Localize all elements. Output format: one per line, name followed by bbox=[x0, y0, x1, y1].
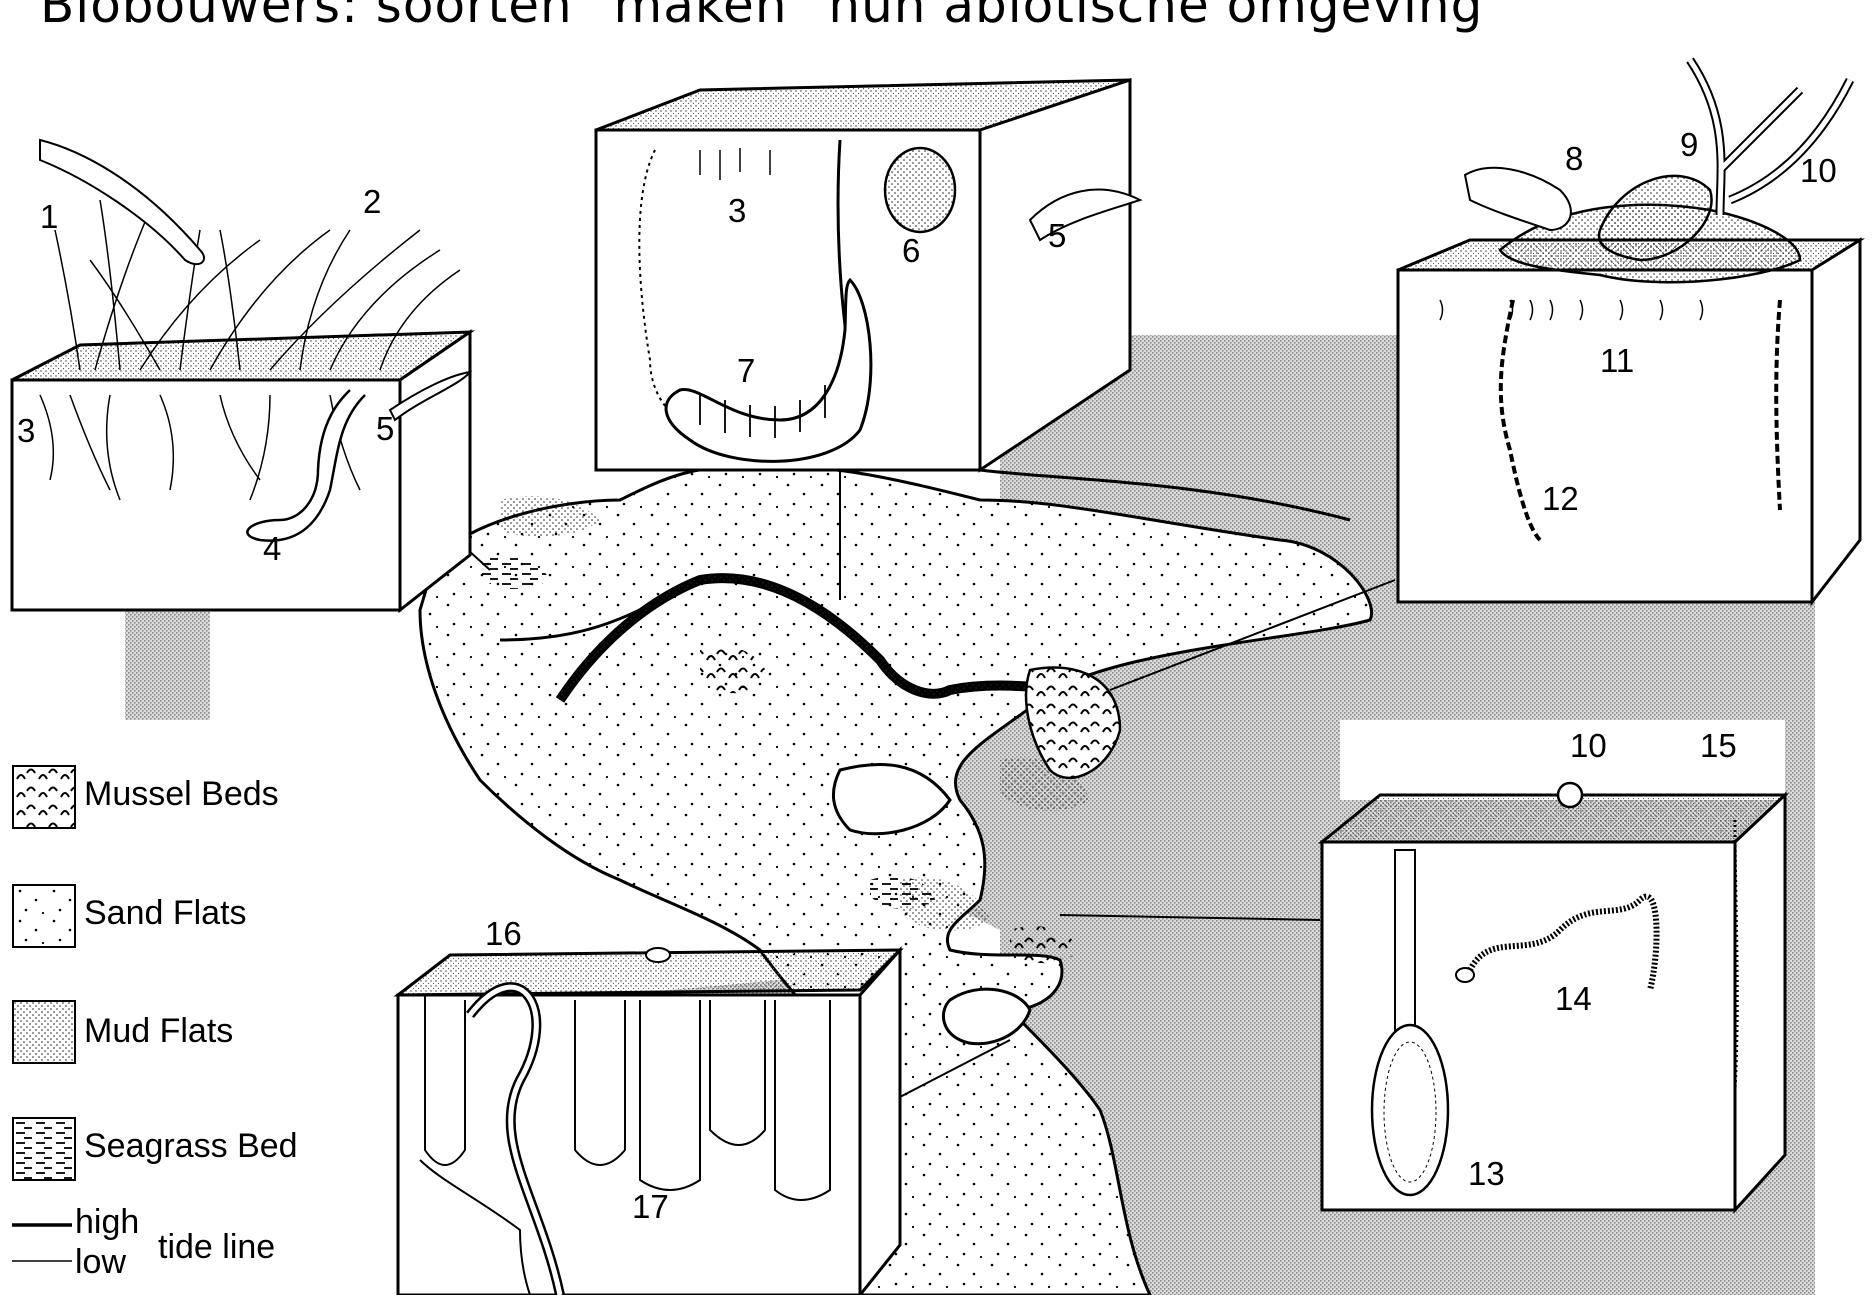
legend-swatch-mud-flats bbox=[12, 1000, 76, 1064]
tide-line-label: tide line bbox=[158, 1228, 275, 1267]
block-seagrass: 1 2 3 4 5 bbox=[12, 140, 470, 610]
label-7: 7 bbox=[737, 352, 755, 389]
label-6: 6 bbox=[902, 232, 920, 269]
label-13: 13 bbox=[1468, 1155, 1505, 1192]
label-5-center: 5 bbox=[1048, 217, 1066, 254]
label-17: 17 bbox=[632, 1188, 669, 1225]
legend-swatch-sand-flats bbox=[12, 884, 76, 948]
block-musselbed: 8 9 10 11 12 bbox=[1398, 60, 1860, 602]
legend-label-mussel-beds: Mussel Beds bbox=[84, 775, 279, 814]
label-3-left: 3 bbox=[17, 412, 35, 449]
legend-label-seagrass-bed: Seagrass Bed bbox=[84, 1127, 298, 1166]
legend-label-sand-flats: Sand Flats bbox=[84, 894, 247, 933]
label-12: 12 bbox=[1542, 480, 1579, 517]
label-3-center: 3 bbox=[728, 192, 746, 229]
legend-label-mud-flats: Mud Flats bbox=[84, 1012, 233, 1051]
label-16: 16 bbox=[485, 915, 522, 952]
legend-swatch-seagrass-bed bbox=[12, 1117, 76, 1181]
tide-high-label: high bbox=[75, 1203, 139, 1242]
label-5-left: 5 bbox=[376, 410, 394, 447]
block-mudflat: 10 15 14 13 bbox=[1322, 720, 1785, 1210]
label-10-bottom: 10 bbox=[1570, 727, 1607, 764]
label-4: 4 bbox=[263, 530, 281, 567]
label-1: 1 bbox=[40, 198, 58, 235]
label-10-top: 10 bbox=[1800, 152, 1837, 189]
label-2: 2 bbox=[363, 183, 381, 220]
label-14: 14 bbox=[1555, 980, 1592, 1017]
label-11: 11 bbox=[1600, 342, 1634, 379]
label-9: 9 bbox=[1680, 126, 1698, 163]
tide-low-label: low bbox=[75, 1243, 126, 1282]
legend-swatch-mussel-beds bbox=[12, 765, 76, 829]
label-8: 8 bbox=[1565, 140, 1583, 177]
block-burrows: 16 17 bbox=[398, 915, 900, 1295]
label-15: 15 bbox=[1700, 727, 1737, 764]
page-title: Biobouwers: soorten "maken" hun abiotisc… bbox=[40, 0, 1483, 34]
block-sandflat: 3 6 5 7 bbox=[596, 80, 1140, 470]
